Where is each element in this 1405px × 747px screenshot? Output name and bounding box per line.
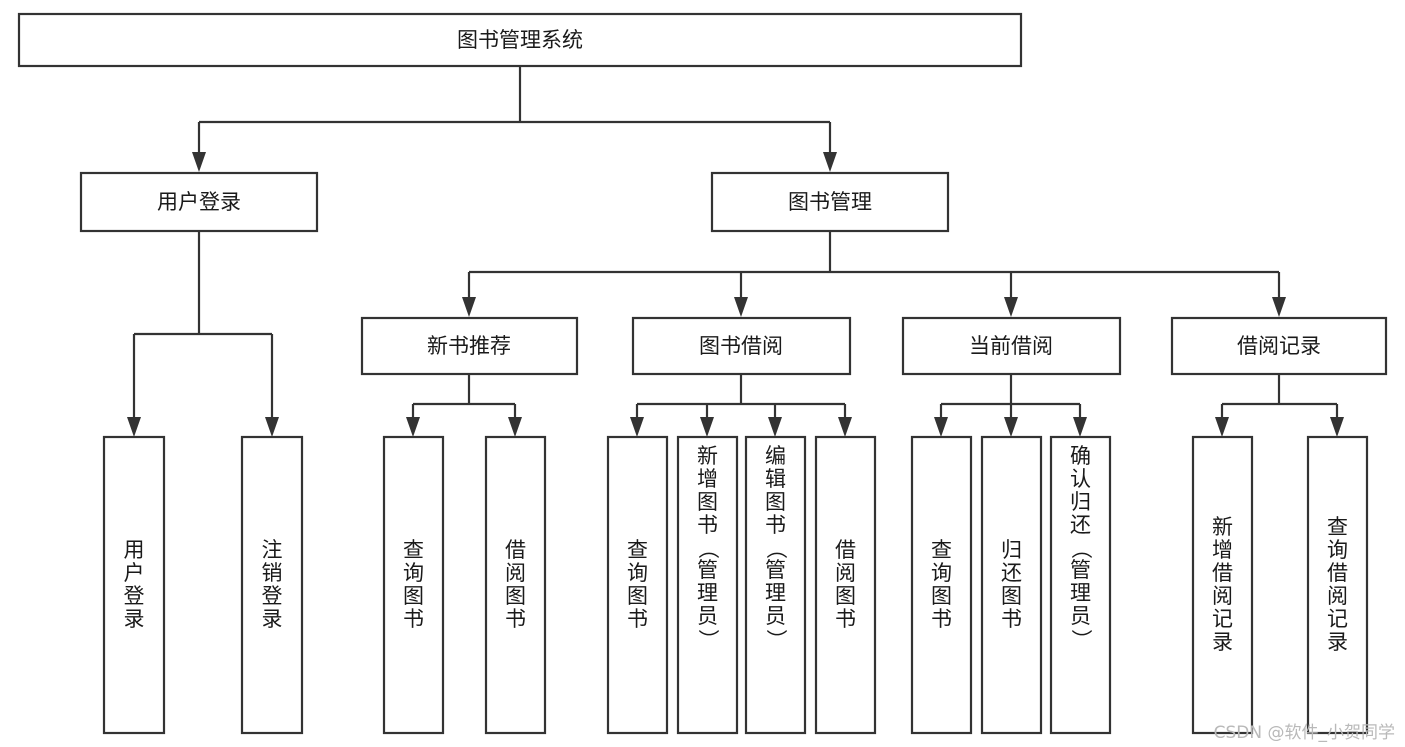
node-box-user-login: [79, 171, 319, 233]
node-box-new-book-recommend: [360, 316, 579, 376]
leaf-box-logout[interactable]: [240, 435, 304, 735]
connector-root-to-level2: [192, 66, 837, 172]
connector-user-login-to-leaves: [127, 231, 279, 437]
arrowhead-to-book-management: [823, 152, 837, 172]
node-label-current-borrow: 当前借阅: [969, 334, 1053, 358]
node-book-management[interactable]: 图书管理: [710, 171, 950, 233]
node-new-book-recommend[interactable]: 新书推荐: [360, 316, 579, 376]
node-box-root: [17, 12, 1023, 68]
leaf-box-add-record[interactable]: [1191, 435, 1254, 735]
node-user-login[interactable]: 用户登录: [79, 171, 319, 233]
leaf-box-return-book[interactable]: [980, 435, 1043, 735]
connector-borrow-record-to-leaves: [1215, 374, 1344, 437]
leaf-box-edit-book[interactable]: [744, 435, 807, 735]
leaf-box-add-book[interactable]: [676, 435, 739, 735]
node-book-management-system[interactable]: 图书管理系统: [17, 12, 1023, 68]
node-label-root: 图书管理系统: [457, 28, 583, 52]
leaf-box-query-book-3[interactable]: [910, 435, 973, 735]
connector-current-borrow-to-leaves: [934, 374, 1087, 437]
node-label-user-login: 用户登录: [157, 190, 241, 214]
leaf-box-query-book-1[interactable]: [382, 435, 445, 735]
node-borrow-record[interactable]: 借阅记录: [1170, 316, 1388, 376]
connector-new-book-recommend-to-leaves: [406, 374, 522, 437]
node-label-borrow-record: 借阅记录: [1237, 334, 1321, 358]
csdn-watermark: CSDN @软件_小贺同学: [1213, 723, 1395, 743]
leaf-box-borrow-book-1[interactable]: [484, 435, 547, 735]
node-book-borrow[interactable]: 图书借阅: [631, 316, 852, 376]
node-current-borrow[interactable]: 当前借阅: [901, 316, 1122, 376]
leaf-box-borrow-book-2[interactable]: [814, 435, 877, 735]
leaf-box-query-record[interactable]: [1306, 435, 1369, 735]
leaf-box-confirm-return[interactable]: [1049, 435, 1112, 735]
node-label-book-borrow: 图书借阅: [699, 334, 783, 358]
arrowhead-to-user-login: [192, 152, 206, 172]
node-box-current-borrow: [901, 316, 1122, 376]
connector-book-management-to-level3: [462, 231, 1286, 317]
node-label-book-management: 图书管理: [788, 190, 872, 214]
leaf-box-user-login[interactable]: [102, 435, 166, 735]
connector-book-borrow-to-leaves: [630, 374, 852, 437]
node-label-new-book-recommend: 新书推荐: [427, 334, 511, 358]
leaf-box-query-book-2[interactable]: [606, 435, 669, 735]
